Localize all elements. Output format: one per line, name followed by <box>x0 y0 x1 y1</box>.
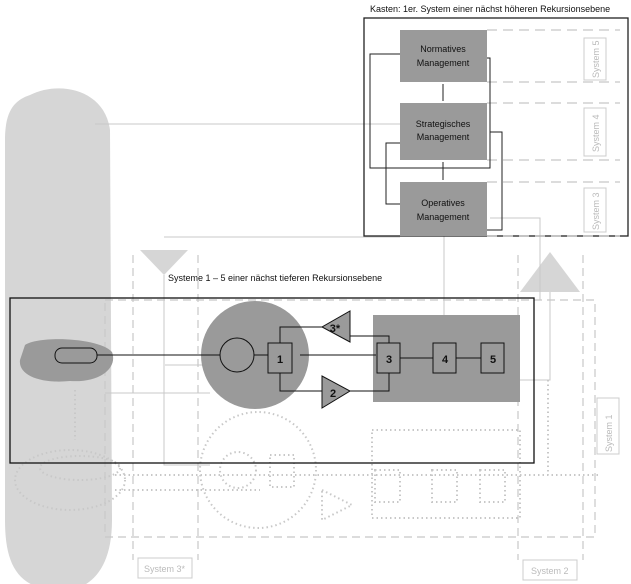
unit-2-label: 2 <box>330 388 336 400</box>
system2-triangle-shadow <box>321 488 355 522</box>
strategic-label-2: Management <box>417 132 470 142</box>
environment-blob <box>5 88 112 584</box>
dotted-operations-shadow <box>14 380 600 529</box>
unit-3-label: 3 <box>386 354 392 366</box>
unit-5-box <box>480 342 505 374</box>
unit-4-label: 4 <box>442 354 449 366</box>
operative-management-box <box>400 182 487 236</box>
system4-label: System 4 <box>591 114 601 152</box>
unit-3star-label: 3* <box>330 323 341 335</box>
strategic-label: Strategisches <box>416 119 471 129</box>
normative-management-box <box>400 30 487 82</box>
unit-1-label: 1 <box>277 354 283 366</box>
management-circle <box>219 337 255 373</box>
unit-3-box <box>376 342 401 374</box>
normative-label-2: Management <box>417 58 470 68</box>
system3star-triangle <box>320 310 351 343</box>
system-label-boxes <box>137 37 620 581</box>
system3star-label: System 3* <box>144 564 186 574</box>
unit-4-box <box>432 342 457 374</box>
system2-label: System 2 <box>531 566 569 576</box>
lower-caption: Systeme 1 – 5 einer nächst tieferen Reku… <box>168 273 382 283</box>
unit-1-box <box>267 342 293 374</box>
operative-label-2: Management <box>417 212 470 222</box>
system5-label: System 5 <box>591 40 601 78</box>
system3-label: System 3 <box>591 192 601 230</box>
strategic-management-box <box>400 103 487 160</box>
normative-label: Normatives <box>420 44 466 54</box>
down-triangle-icon <box>140 250 188 275</box>
operative-label: Operatives <box>421 198 465 208</box>
lower-recursion-box <box>9 297 535 464</box>
environment-dark-blob <box>19 339 114 382</box>
up-triangle-icon <box>520 252 580 292</box>
upper-caption: Kasten: 1er. System einer nächst höheren… <box>370 4 610 14</box>
lower-recursion-lattice <box>104 255 596 560</box>
unit-5-label: 5 <box>490 354 496 366</box>
system2-triangle <box>321 375 352 409</box>
system1-label: System 1 <box>604 414 614 452</box>
